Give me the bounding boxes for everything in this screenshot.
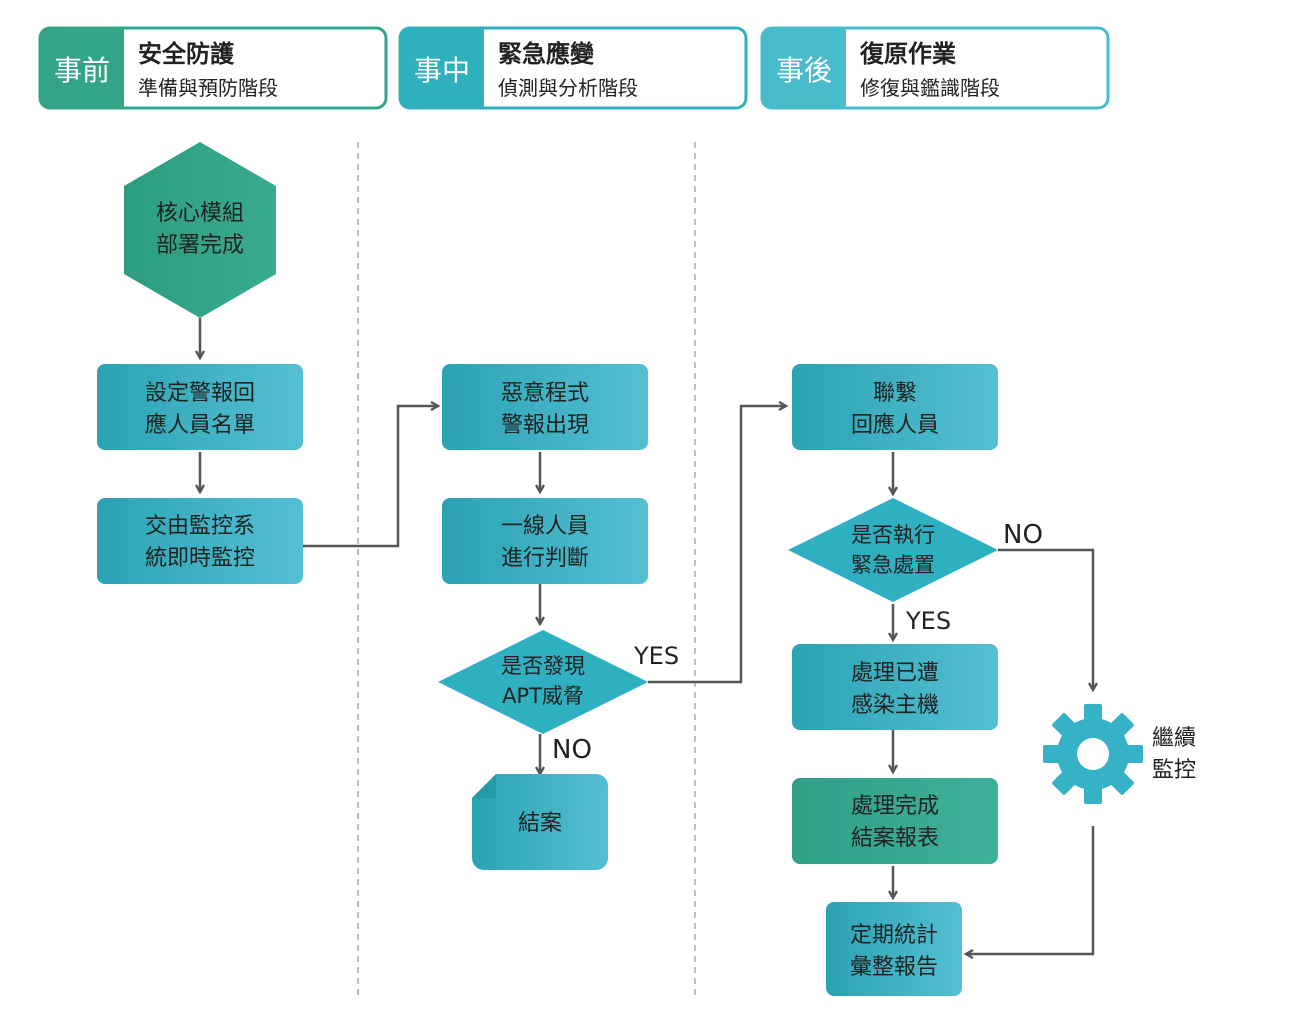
phase-title: 安全防護	[138, 40, 235, 68]
phase-header-before: 事前 安全防護 準備與預防階段	[38, 26, 388, 110]
node-label-line: 惡意程式	[501, 381, 589, 406]
arrow	[966, 826, 1095, 954]
node-label-line: 回應人員	[851, 412, 939, 438]
node-label-line: 感染主機	[851, 693, 939, 718]
node-label-line: 進行判斷	[501, 546, 589, 571]
node-label-line: 結案報表	[851, 826, 939, 851]
node-label-line: 處理已遭	[851, 661, 939, 686]
node-label-line: 處理完成	[851, 794, 939, 819]
node-set-contact-list: 設定警報回 應人員名單	[97, 364, 303, 450]
node-frontline-judge: 一線人員 進行判斷	[442, 498, 648, 584]
edge-label-apt-no: NO	[552, 735, 592, 765]
node-label-line: 彙整報告	[850, 955, 938, 980]
arrow	[303, 406, 438, 548]
node-realtime-monitor: 交由監控系 統即時監控	[97, 498, 303, 584]
edge-label-apt-yes: YES	[633, 642, 679, 670]
node-label-line: 監控	[1152, 758, 1196, 783]
node-core-deployed: 核心模組 部署完成	[124, 142, 276, 318]
node-label-line: 聯繫	[873, 381, 917, 406]
node-label-line: 部署完成	[156, 233, 244, 258]
connectors	[200, 318, 1093, 954]
node-label-line: 核心模組	[156, 201, 244, 226]
node-emergency-decision: 是否執行 緊急處置	[788, 498, 998, 602]
node-label-line: 應人員名單	[145, 412, 255, 438]
gear-icon	[1043, 704, 1143, 804]
phase-subtitle: 修復與鑑識階段	[860, 76, 1000, 100]
phase-title: 緊急應變	[498, 40, 595, 68]
node-label-line: APT威脅	[502, 684, 584, 708]
edge-label-emergency-yes: YES	[905, 607, 951, 635]
phase-header-during: 事中 緊急應變 偵測與分析階段	[398, 26, 748, 110]
node-label-line: 結案	[518, 811, 562, 836]
continue-monitor: 繼續 監控	[1043, 704, 1196, 804]
phase-subtitle: 準備與預防階段	[138, 76, 278, 100]
arrow	[648, 406, 786, 684]
node-label-line: 一線人員	[501, 514, 589, 539]
node-label-line: 繼續	[1152, 726, 1196, 751]
phase-tag: 事前	[54, 54, 110, 87]
node-apt-decision: 是否發現 APT威脅	[438, 630, 648, 734]
phase-tag: 事後	[776, 54, 832, 87]
phase-header-after: 事後 復原作業 修復與鑑識階段	[760, 26, 1110, 110]
node-periodic-stats: 定期統計 彙整報告	[826, 902, 962, 996]
node-label-line: 定期統計	[850, 923, 938, 948]
node-label-line: 緊急處置	[851, 553, 935, 577]
node-close-case: 結案	[472, 774, 608, 870]
edge-label-emergency-no: NO	[1003, 520, 1043, 550]
node-malware-alert: 惡意程式 警報出現	[442, 364, 648, 450]
node-handle-infected: 處理已遭 感染主機	[792, 644, 998, 730]
phase-tag: 事中	[414, 54, 470, 87]
node-label-line: 是否執行	[851, 523, 935, 547]
node-contact-responders: 聯繫 回應人員	[792, 364, 998, 450]
phase-title: 復原作業	[859, 40, 956, 68]
node-completion-report: 處理完成 結案報表	[792, 778, 998, 864]
node-label-line: 統即時監控	[145, 546, 255, 571]
arrow	[998, 548, 1093, 690]
node-label-line: 是否發現	[501, 654, 585, 678]
phase-subtitle: 偵測與分析階段	[498, 76, 638, 100]
node-label-line: 設定警報回	[145, 381, 255, 406]
node-label-line: 警報出現	[501, 413, 589, 438]
node-label-line: 交由監控系	[145, 514, 255, 539]
